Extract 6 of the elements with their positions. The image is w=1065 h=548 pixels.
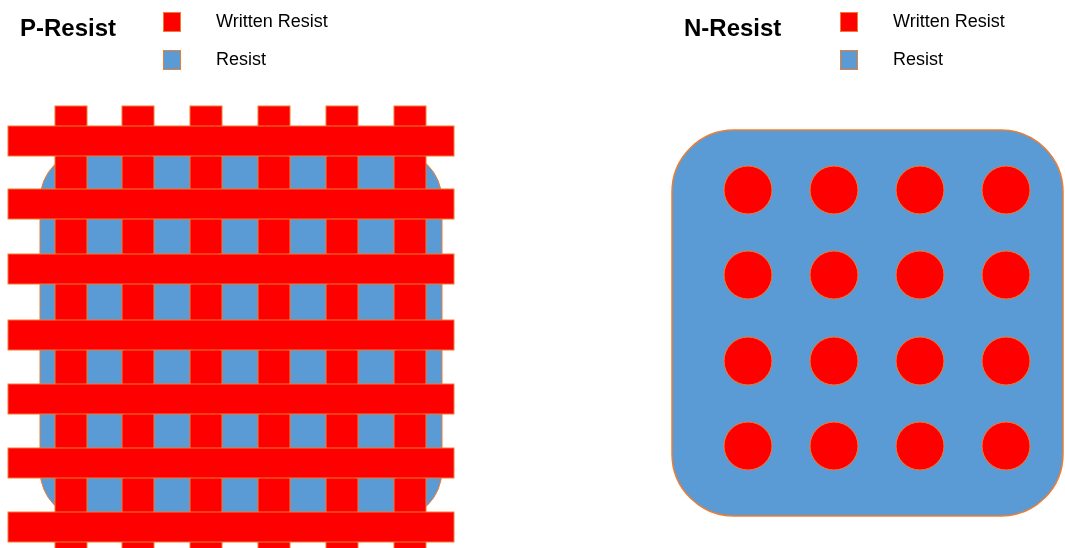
legend-label: Written Resist (216, 11, 328, 32)
panel-heading: P-Resist (20, 14, 117, 42)
panel-heading: N-Resist (684, 14, 782, 42)
legend-label: Written Resist (893, 11, 1005, 32)
legend-label: Resist (216, 49, 266, 70)
legend-label: Resist (893, 49, 943, 70)
